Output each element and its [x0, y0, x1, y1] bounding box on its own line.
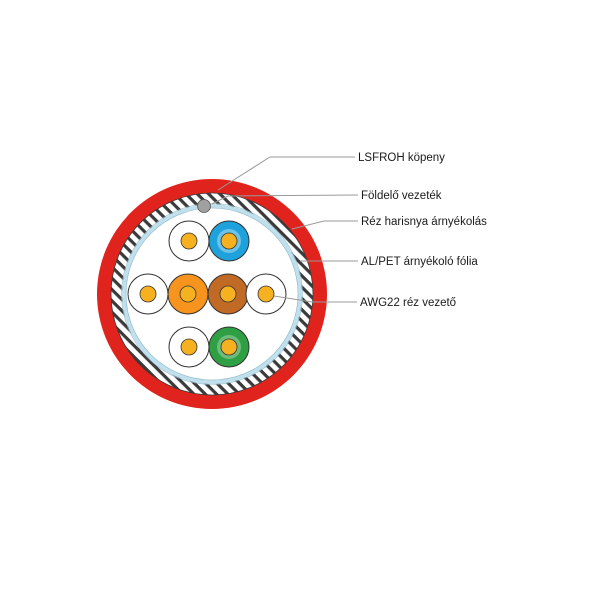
- conductor-orange: [167, 273, 209, 315]
- drain-wire-icon: [197, 199, 211, 213]
- conductor-brown: [207, 273, 249, 315]
- leader-jacket: [217, 156, 355, 191]
- label-braid-shield: Réz harisnya árnyékolás: [361, 216, 487, 228]
- conductor-blue: [208, 220, 250, 262]
- label-drain-wire: Földelő vezeték: [361, 190, 442, 202]
- pair-white-green: [168, 326, 250, 368]
- pair-white-blue: [168, 220, 250, 262]
- conductor-green: [208, 326, 250, 368]
- label-jacket: LSFROH köpeny: [358, 152, 445, 164]
- label-conductor: AWG22 réz vezető: [360, 297, 456, 309]
- conductor-white-4: [168, 326, 210, 368]
- conductor-white-2: [127, 273, 169, 315]
- foil-shield-ring: [122, 204, 302, 384]
- label-foil-shield: AL/PET árnyékoló fólia: [361, 256, 478, 268]
- conductor-white-1: [168, 220, 210, 262]
- pair-white-brown: [207, 273, 287, 315]
- conductor-white-3: [245, 273, 287, 315]
- leader-drain: [211, 194, 359, 205]
- leader-conductor: [273, 295, 357, 303]
- pair-white-orange: [127, 273, 209, 315]
- leader-braid: [291, 220, 358, 230]
